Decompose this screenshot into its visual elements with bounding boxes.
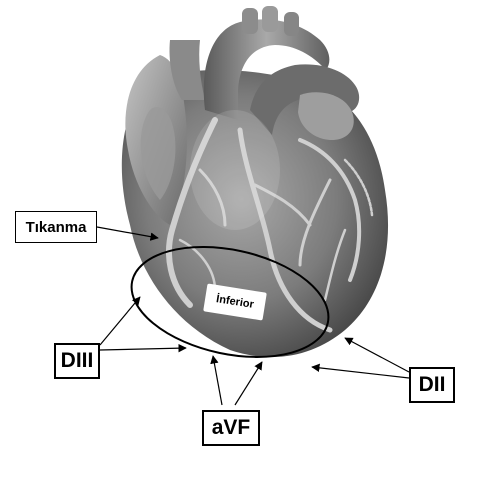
right-auricle	[140, 107, 176, 200]
coronary-vessels	[166, 117, 374, 333]
heart-illustration	[121, 6, 389, 358]
heart-ventricles	[121, 69, 389, 358]
vessel-branch-3	[298, 178, 332, 267]
vessel-branch-6	[343, 158, 374, 217]
circumflex-artery	[298, 138, 362, 282]
aortic-branch-1	[242, 8, 258, 34]
avf-arrow-right	[234, 361, 263, 406]
lad-artery	[237, 127, 333, 333]
lead-dii-label: DII	[409, 367, 455, 403]
lead-avf-label: aVF	[202, 410, 260, 446]
inferior-region-ellipse	[130, 246, 330, 358]
aorta	[203, 19, 330, 120]
right-coronary-artery	[166, 117, 218, 308]
dii-arrow-lower	[311, 363, 410, 379]
left-atrium	[298, 92, 354, 140]
tikanma-arrow	[96, 226, 159, 241]
heart-highlight	[190, 110, 280, 230]
avf-arrow-left	[210, 355, 223, 406]
vessel-branch-1	[198, 168, 227, 227]
vena-cava	[169, 40, 205, 100]
lead-arrows	[96, 226, 410, 406]
vessel-branch-5	[323, 228, 347, 302]
dii-arrow-upper	[344, 337, 410, 373]
diii-arrow-upper	[99, 296, 141, 346]
aortic-branch-2	[262, 6, 278, 32]
occlusion-label: Tıkanma	[15, 211, 97, 243]
aortic-branch-3	[284, 12, 299, 36]
diii-arrow-lower	[99, 343, 187, 353]
pulmonary-artery	[250, 64, 360, 135]
lead-diii-label: DIII	[54, 343, 100, 379]
vessel-branch-2	[253, 183, 312, 227]
